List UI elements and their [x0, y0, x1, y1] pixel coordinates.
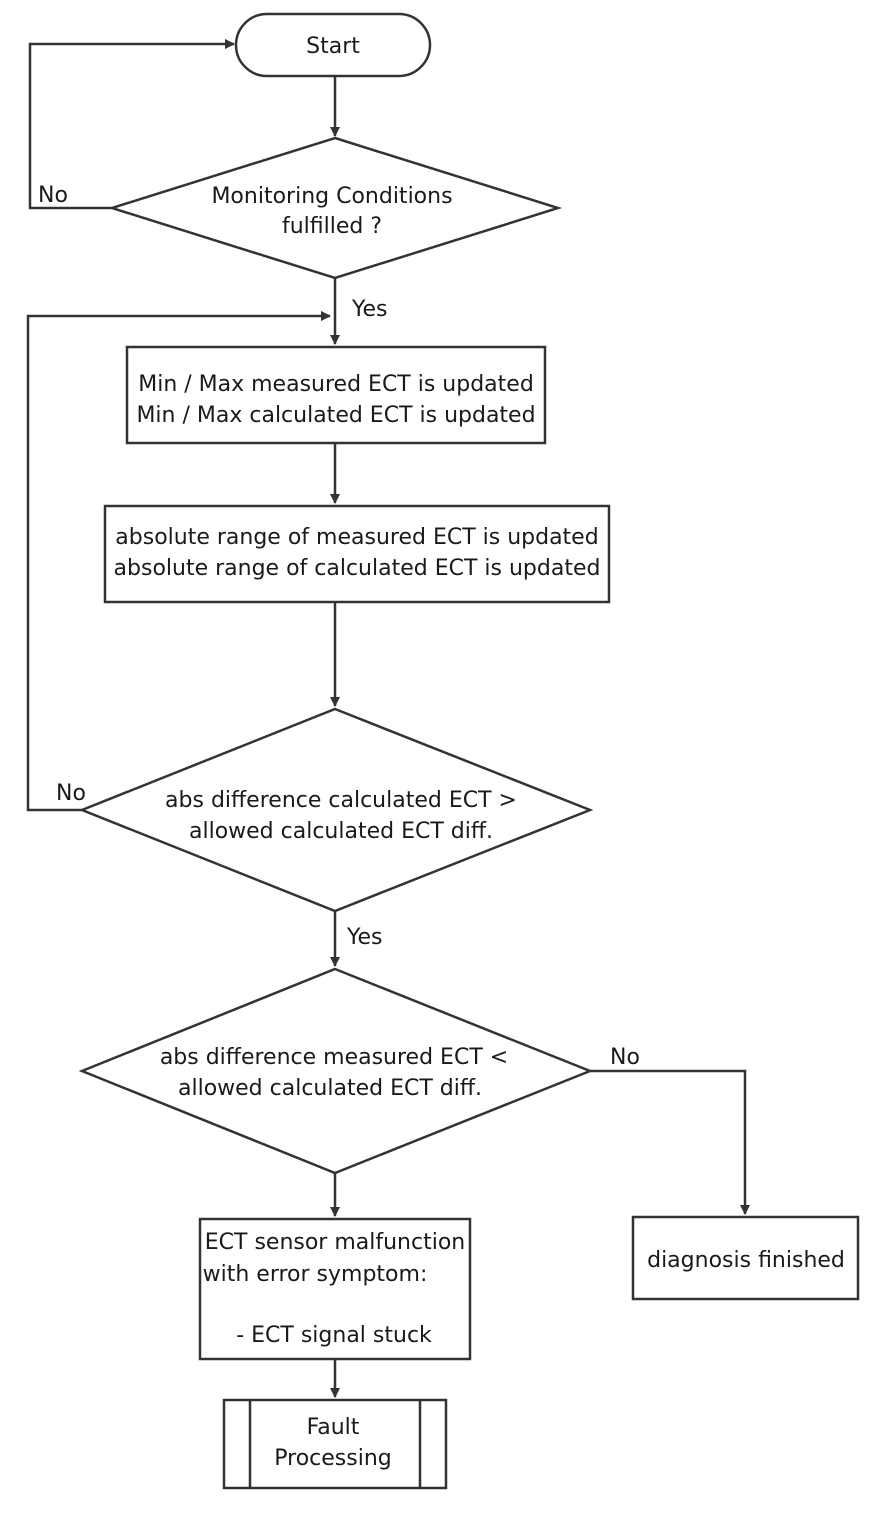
subprocess-fault-processing — [222, 1398, 448, 1490]
connector-monitoring-no-loop — [28, 39, 235, 210]
process-range-text-2: absolute range of calculated ECT is upda… — [114, 556, 601, 581]
process-malfunction-text-1: ECT sensor malfunction — [205, 1230, 466, 1255]
subprocess-fault-text-1: Fault — [307, 1415, 360, 1440]
connector-meas-diff-no — [590, 1069, 750, 1215]
decision-monitoring-text-1: Monitoring Conditions — [211, 184, 452, 209]
meas-diff-no-label: No — [610, 1045, 640, 1070]
subprocess-fault-text-2: Processing — [274, 1446, 391, 1471]
process-range-update — [103, 504, 611, 604]
decision-calc-diff-text-1: abs difference calculated ECT > — [165, 788, 517, 813]
decision-calc-diff-text-2: allowed calculated ECT diff. — [189, 819, 493, 844]
calc-diff-yes-label: Yes — [346, 925, 383, 950]
process-minmax-text-2: Min / Max calculated ECT is updated — [136, 403, 535, 428]
decision-meas-diff-text-2: allowed calculated ECT diff. — [178, 1076, 482, 1101]
process-minmax-text-1: Min / Max measured ECT is updated — [138, 372, 534, 397]
process-finished-text: diagnosis finished — [647, 1248, 845, 1273]
decision-monitoring-text-2: fulfilled ? — [282, 214, 382, 239]
process-sensor-malfunction — [198, 1217, 472, 1361]
decision-meas-diff-text-1: abs difference measured ECT < — [160, 1045, 508, 1070]
monitoring-yes-label: Yes — [351, 297, 388, 322]
process-diagnosis-finished — [631, 1215, 860, 1301]
monitoring-no-label: No — [38, 183, 68, 208]
process-malfunction-text-3: - ECT signal stuck — [236, 1323, 432, 1348]
start-label: Start — [306, 34, 360, 59]
start-terminator — [234, 12, 432, 78]
calc-diff-no-label: No — [56, 781, 86, 806]
process-range-text-1: absolute range of measured ECT is update… — [115, 525, 598, 550]
connector-calc-diff-no-loop — [26, 311, 331, 812]
process-minmax-update — [125, 345, 547, 445]
process-malfunction-text-2: with error symptom: — [203, 1262, 428, 1287]
decision-meas-diff — [78, 967, 594, 1175]
